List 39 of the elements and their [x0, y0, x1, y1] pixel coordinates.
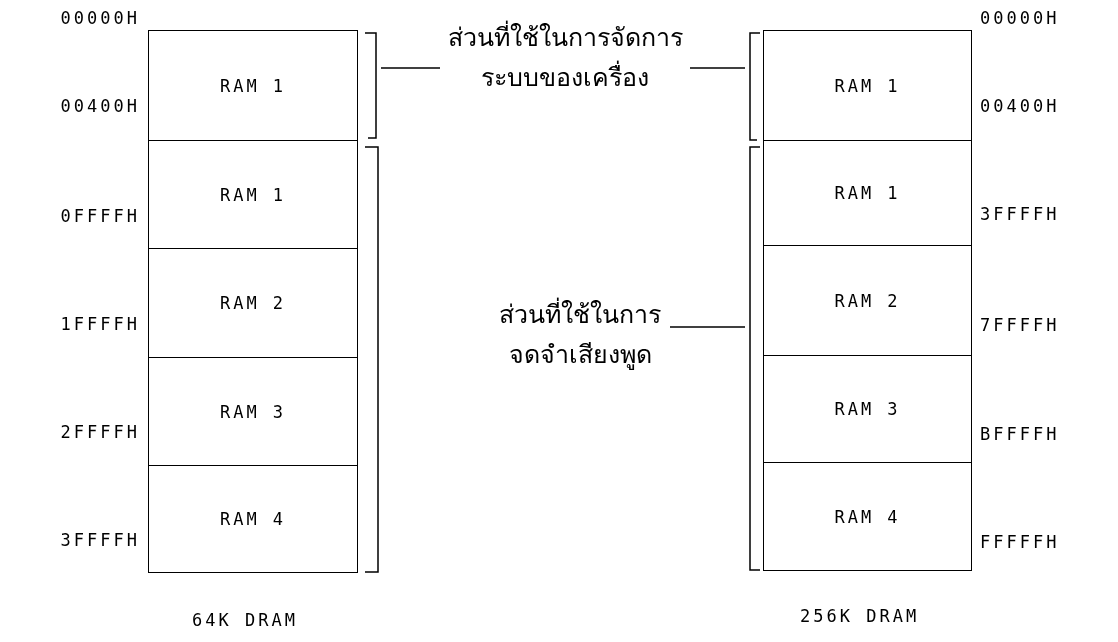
- address-label: 3FFFFH: [60, 530, 140, 550]
- memory-block: [148, 248, 358, 358]
- memory-block: [763, 462, 972, 571]
- memory-block: [763, 140, 972, 246]
- address-label: 2FFFFH: [60, 422, 140, 442]
- memory-block: [763, 30, 972, 141]
- memory-block: [148, 465, 358, 573]
- block-label: RAM 2: [219, 293, 287, 313]
- address-label: BFFFFH: [980, 424, 1060, 444]
- annotation-text: ส่วนที่ใช้ในการจัดการ ระบบของเครื่อง: [440, 18, 690, 98]
- block-label: RAM 1: [834, 75, 901, 96]
- address-label: FFFFFH: [980, 532, 1060, 552]
- leader-line: [669, 326, 746, 328]
- leader-line: [380, 67, 441, 69]
- block-label: RAM 2: [834, 290, 901, 311]
- memory-block: [763, 245, 972, 356]
- memory-caption: 256K DRAM: [800, 606, 920, 626]
- leader-line: [689, 67, 746, 69]
- address-label: 00400H: [60, 96, 140, 116]
- block-label: RAM 4: [834, 506, 901, 527]
- block-label: RAM 1: [834, 183, 901, 203]
- memory-block: [763, 355, 972, 463]
- address-label: 00000H: [60, 8, 140, 28]
- address-label: 00000H: [980, 8, 1060, 28]
- memory-block: [148, 140, 358, 249]
- address-label: 00400H: [980, 96, 1060, 116]
- memory-block: [148, 30, 358, 141]
- address-label: 7FFFFH: [980, 315, 1060, 335]
- block-label: RAM 1: [219, 184, 287, 205]
- memory-block: [148, 357, 358, 466]
- block-label: RAM 4: [219, 509, 287, 529]
- address-label: 1FFFFH: [60, 314, 140, 334]
- address-label: 0FFFFH: [60, 206, 140, 226]
- annotation-text: ส่วนที่ใช้ในการ จดจำเสียงพูด: [490, 295, 670, 375]
- block-label: RAM 3: [219, 401, 287, 422]
- block-label: RAM 3: [834, 399, 901, 419]
- address-label: 3FFFFH: [980, 204, 1060, 224]
- memory-caption: 64K DRAM: [192, 610, 298, 630]
- block-label: RAM 1: [219, 75, 287, 96]
